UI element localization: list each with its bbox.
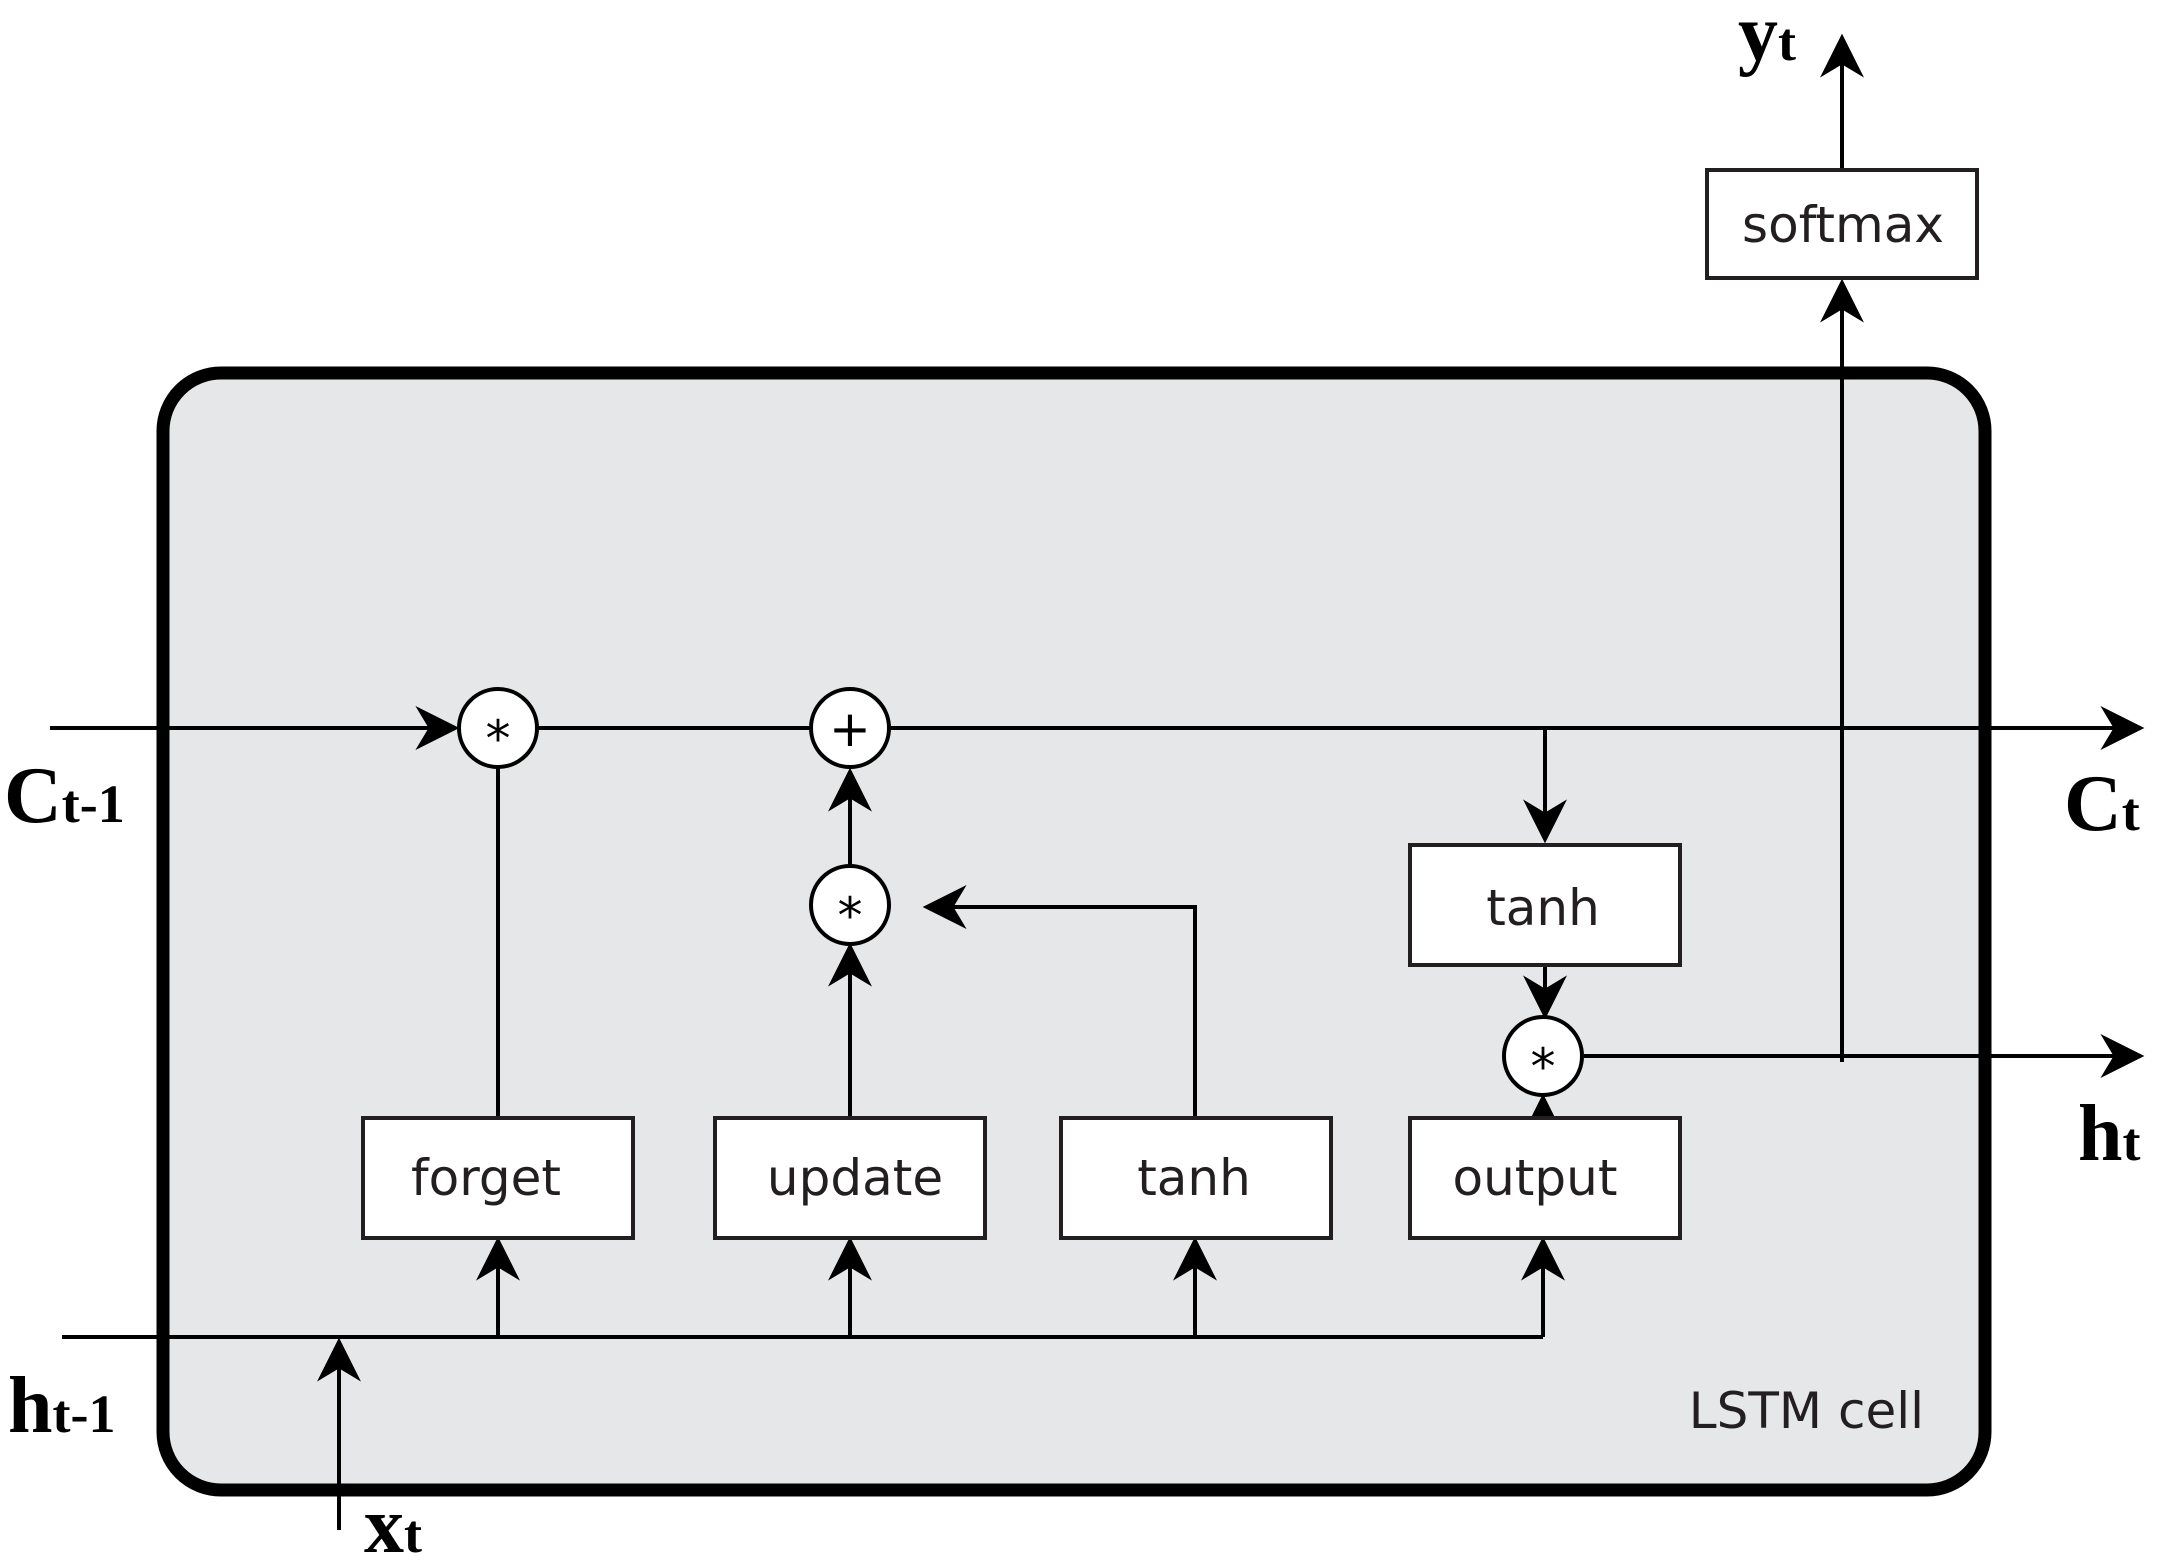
update-gate: update <box>713 1116 987 1240</box>
candidate-tanh-gate: tanh <box>1059 1116 1333 1240</box>
update-multiply-operator: * <box>809 864 891 946</box>
h-next-label: ht <box>2078 1090 2141 1178</box>
c-prev-sub: t-1 <box>62 774 125 834</box>
x-main: x <box>364 1482 404 1563</box>
cell-tanh-box: tanh <box>1408 843 1682 967</box>
h-prev-sub: t-1 <box>53 1384 116 1444</box>
c-next-label: Ct <box>2064 760 2140 848</box>
update-gate-label: update <box>767 1149 943 1207</box>
softmax-box: softmax <box>1705 168 1979 280</box>
y-sub: t <box>1778 12 1796 72</box>
candidate-tanh-label: tanh <box>1137 1149 1251 1207</box>
lstm-cell-container <box>156 366 1992 1497</box>
c-next-main: C <box>2064 760 2122 848</box>
h-next-main: h <box>2078 1090 2123 1178</box>
lstm-cell-label: LSTM cell <box>1689 1382 1924 1440</box>
h-next-sub: t <box>2123 1112 2141 1172</box>
x-label: xt <box>364 1482 422 1563</box>
c-prev-main: C <box>4 752 62 840</box>
h-prev-label: ht-1 <box>8 1362 115 1450</box>
output-multiply-operator: * <box>1502 1015 1584 1097</box>
forget-gate: forget <box>361 1116 635 1240</box>
add-operator: + <box>809 687 891 769</box>
c-next-sub: t <box>2122 782 2140 842</box>
update-multiply-symbol: * <box>838 887 863 945</box>
forget-multiply-operator: * <box>457 687 539 769</box>
y-label: yt <box>1738 0 1796 78</box>
c-prev-label: Ct-1 <box>4 752 125 840</box>
output-gate-label: output <box>1453 1149 1618 1207</box>
output-multiply-symbol: * <box>1531 1038 1556 1096</box>
add-symbol: + <box>829 700 871 758</box>
output-gate: output <box>1408 1116 1682 1240</box>
candidate-to-multiply-wire <box>922 885 1197 1118</box>
forget-multiply-symbol: * <box>486 710 511 768</box>
h-prev-main: h <box>8 1362 53 1450</box>
y-main: y <box>1738 0 1778 78</box>
forget-gate-label: forget <box>411 1149 561 1207</box>
cell-tanh-label: tanh <box>1486 879 1600 937</box>
softmax-label: softmax <box>1742 196 1944 254</box>
x-sub: t <box>404 1504 422 1563</box>
